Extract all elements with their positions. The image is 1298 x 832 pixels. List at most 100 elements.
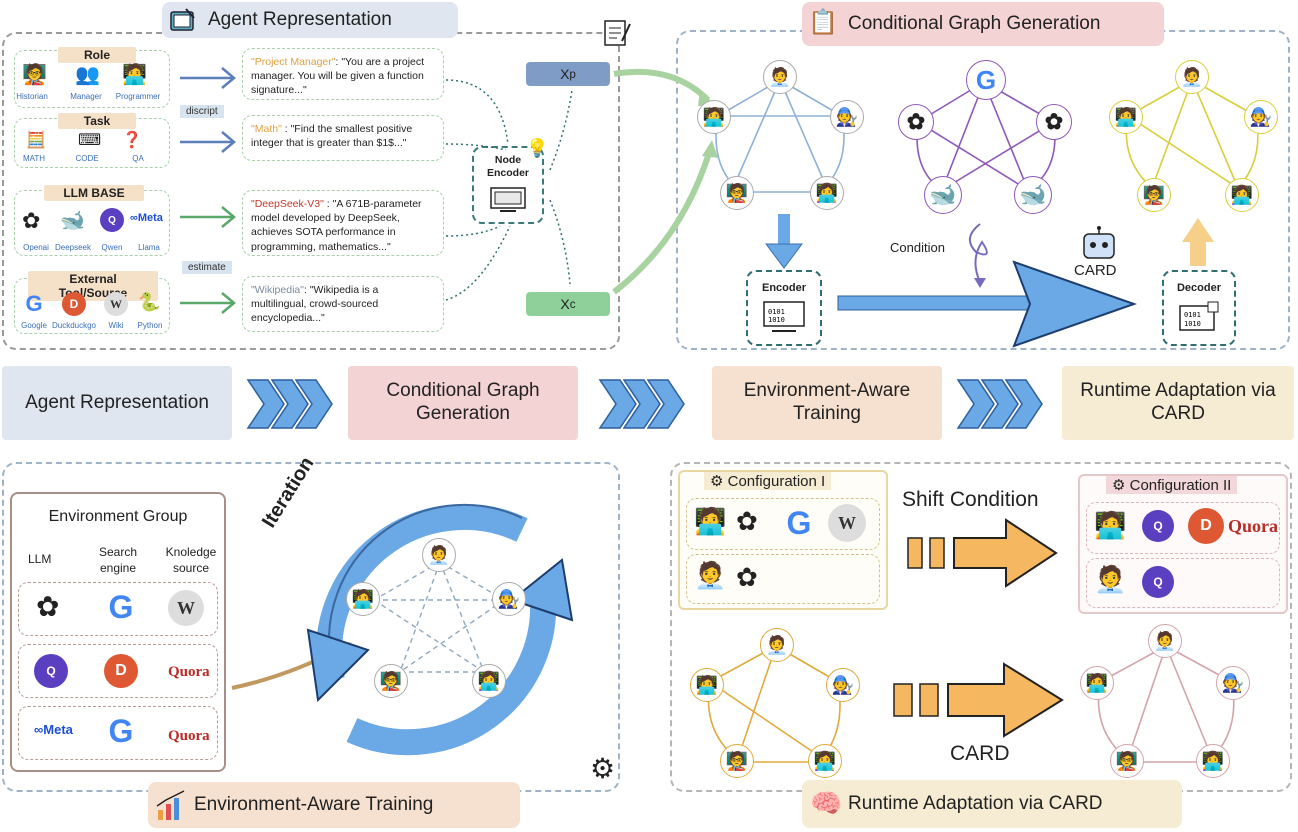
- graph-node: 🧑‍💻: [690, 668, 724, 702]
- runtime-adaptation-title-text: Runtime Adaptation via CARD: [848, 793, 1103, 814]
- wikipedia-icon: W: [168, 590, 204, 626]
- llm-item: Qwen: [101, 243, 123, 252]
- desc-text: : "You are a project manager. You will b…: [251, 56, 425, 97]
- google-icon: G: [108, 712, 134, 749]
- openai-icon: ✿: [736, 506, 758, 536]
- left-arrows: [180, 67, 236, 314]
- meta-text: Meta: [137, 212, 163, 224]
- xc-subscript: c: [569, 297, 576, 311]
- google-icon: G: [966, 60, 1006, 100]
- graph-node: 👩‍💻: [808, 744, 842, 778]
- shift-condition-arrow: [907, 518, 1058, 588]
- card-orange-arrow: [893, 662, 1064, 738]
- svg-text:1010: 1010: [768, 316, 785, 324]
- graph-node: 🧑‍🔧: [1244, 100, 1278, 134]
- role-label: Role: [58, 47, 136, 63]
- tool-item: Python: [137, 321, 163, 330]
- task-item: MATH: [22, 154, 46, 163]
- openai-icon: ✿: [898, 104, 934, 140]
- environment-col-search: Search engine: [98, 545, 138, 575]
- encoder-box: [746, 270, 822, 346]
- flow-step-conditional-graph: Conditional Graph Generation: [348, 366, 578, 440]
- environment-row: [18, 706, 218, 760]
- flow-step-environment-training: Environment-Aware Training: [712, 366, 942, 440]
- environment-group-title: Environment Group: [48, 508, 188, 525]
- xp-symbol: X: [560, 66, 570, 82]
- graph-blue-edges: [715, 79, 845, 193]
- tool-item: Wiki: [108, 321, 124, 330]
- meta-icon: ∞Meta: [130, 212, 163, 224]
- card-label-top: CARD: [1074, 262, 1117, 279]
- graph-node: 👩‍💻: [472, 664, 506, 698]
- agent-representation-title-text: Agent Representation: [208, 9, 392, 30]
- decoder-label: Decoder: [1176, 282, 1222, 294]
- shift-condition-label: Shift Condition: [902, 488, 1039, 511]
- task-label: Task: [58, 113, 136, 129]
- task-item: CODE: [75, 154, 99, 163]
- llm-item: Deepseek: [54, 243, 92, 252]
- openai-icon: ✿: [36, 591, 60, 622]
- runtime-adaptation-title: 🧠 Runtime Adaptation via CARD: [802, 780, 1182, 828]
- lightbulb-gear-icon: 💡: [526, 138, 549, 158]
- graph-node: 🧑‍💻: [697, 100, 731, 134]
- graph-node: 👩‍💻: [1196, 744, 1230, 778]
- config-icon: ⚙: [710, 473, 728, 490]
- desc-key: "Wikipedia": [251, 284, 304, 296]
- code-icon: ⌨: [78, 132, 102, 149]
- environment-col-knowledge: Knoledge source: [165, 545, 217, 575]
- xp-subscript: p: [569, 67, 576, 81]
- chevron-arrows-3: [956, 379, 1043, 429]
- role-label-text: Role: [83, 48, 110, 62]
- config-icon: ⚙: [1112, 477, 1130, 494]
- agent-icon: 🧑‍💻: [1094, 510, 1127, 540]
- flow-step-runtime-adaptation: Runtime Adaptation via CARD: [1062, 366, 1294, 440]
- python-icon: 🐍: [138, 292, 161, 312]
- robot-icon: [1080, 226, 1118, 267]
- role-item: Programmer: [115, 92, 161, 101]
- node-encoder-label: Node Encoder: [486, 154, 529, 179]
- qwen-icon: Q: [34, 654, 68, 688]
- conditional-graph-title: 📋 Conditional Graph Generation: [802, 2, 1164, 46]
- environment-row: [18, 582, 218, 636]
- head-gear-icon: ⚙: [590, 753, 616, 784]
- graph-node: 🧑‍🏫: [374, 664, 408, 698]
- graph-node: 🧑‍🏫: [1137, 178, 1171, 212]
- graph-node: 🧑‍🔧: [826, 668, 860, 702]
- chevron-arrows-2: [598, 379, 685, 429]
- clipboard-icon: 📋: [808, 9, 838, 36]
- programmer-icon: 🧑‍💻: [122, 64, 147, 86]
- flow-step-agent-representation: Agent Representation: [2, 366, 232, 440]
- config1-label-text: Configuration I: [727, 473, 826, 490]
- xc-symbol: X: [560, 296, 570, 312]
- environment-training-title-text: Environment-Aware Training: [194, 794, 434, 815]
- config1-row: [686, 554, 880, 604]
- iteration-cycle: [306, 503, 574, 756]
- graph-node: 🧑‍💼: [422, 538, 456, 572]
- desc-text: : "A 671B-parameter model developed by D…: [251, 198, 422, 253]
- agent-icon: 🧑‍💼: [1094, 564, 1127, 594]
- graph-node: 🧑‍🔧: [492, 582, 526, 616]
- role-item: Historian: [16, 92, 48, 101]
- qwen-icon: Q: [100, 208, 124, 232]
- svg-text:0101: 0101: [1184, 311, 1201, 319]
- chart-icon: [154, 788, 188, 828]
- deepseek-icon: 🐋: [1014, 176, 1052, 214]
- graph-node: 👩‍💻: [810, 176, 844, 210]
- historian-icon: 🧑‍🏫: [22, 64, 47, 86]
- quora-logo: Quora: [168, 664, 210, 680]
- up-arrow-yellow: [1182, 218, 1214, 266]
- graph-node: 👩‍💻: [1225, 178, 1259, 212]
- qa-icon: ❓: [122, 132, 142, 149]
- config2-row: [1086, 558, 1280, 608]
- environment-training-title: Environment-Aware Training: [148, 782, 520, 828]
- wikipedia-icon: W: [828, 504, 866, 542]
- desc-text: : "Wikipedia is a multilingual, crowd-so…: [251, 284, 379, 325]
- graph-node: 🧑‍💼: [763, 60, 797, 94]
- agent-icon: 🧑‍💻: [694, 506, 727, 536]
- encoder-label: Encoder: [761, 282, 806, 294]
- graph-node: 🧑‍💻: [1080, 666, 1114, 700]
- tablet-icon: [168, 6, 198, 34]
